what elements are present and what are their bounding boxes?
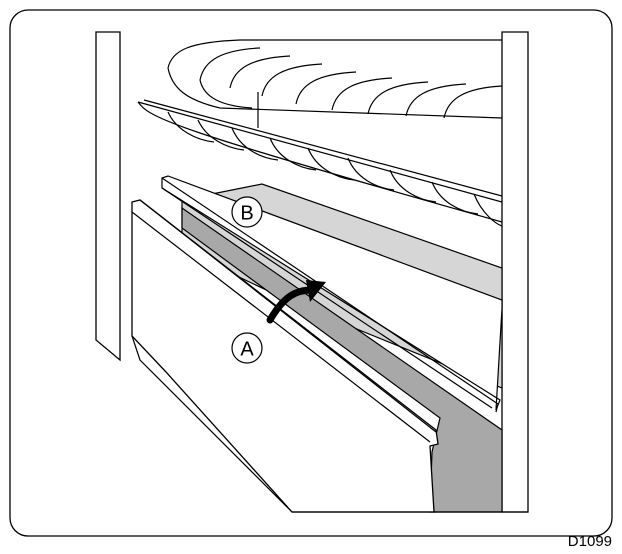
middle-shelf-rails [137, 99, 502, 227]
callout-b-label: B [240, 203, 253, 225]
callout-a-label: A [240, 339, 254, 361]
cabinet-left-wall [95, 31, 121, 362]
outer-frame [9, 9, 613, 537]
upper-shelf-rails [167, 39, 502, 128]
figure-code: D1099 [567, 533, 612, 550]
lift-arrow-icon [266, 280, 326, 324]
callout-b: B [231, 196, 263, 228]
cabinet-right-wall [501, 31, 529, 513]
callout-a: A [231, 332, 263, 364]
